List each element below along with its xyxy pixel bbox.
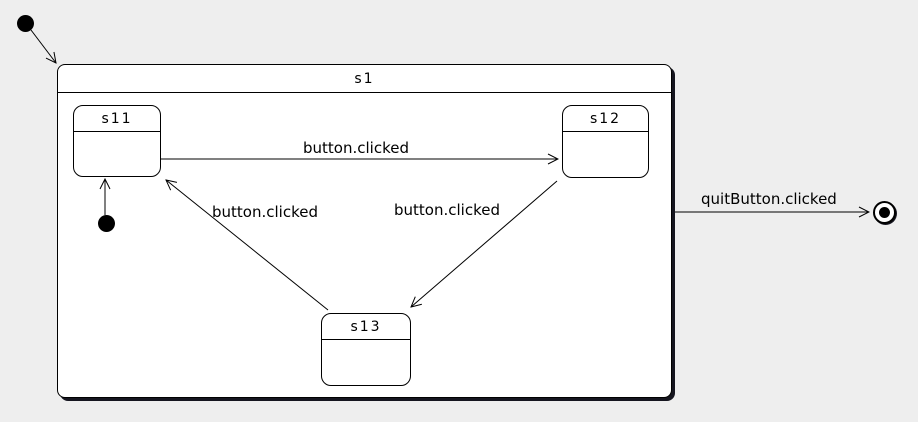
initial-state-marker[interactable] [17, 15, 34, 32]
transition-label-s1-to-final: quitButton.clicked [701, 190, 837, 208]
state-s12-title: s12 [563, 106, 648, 132]
final-state-marker[interactable] [873, 201, 896, 224]
transition-label-s11-to-s12: button.clicked [303, 139, 409, 157]
state-s12[interactable]: s12 [562, 105, 649, 178]
transition-s12-to-s13[interactable] [411, 180, 558, 307]
state-s11-title: s11 [74, 106, 160, 132]
transition-initial-to-s1[interactable] [30, 29, 56, 63]
transition-label-s13-to-s11: button.clicked [212, 203, 318, 221]
state-s1[interactable]: s1 s11 s12 s13 [57, 64, 672, 398]
transition-s13-to-s11[interactable] [166, 180, 329, 311]
final-state-inner-dot [879, 207, 890, 218]
transition-label-s12-to-s13: button.clicked [394, 201, 500, 219]
state-s13-title: s13 [322, 314, 410, 340]
initial-state-marker-nested[interactable] [98, 215, 115, 232]
state-s11[interactable]: s11 [73, 105, 161, 177]
state-s1-title: s1 [58, 65, 671, 93]
state-s13[interactable]: s13 [321, 313, 411, 386]
